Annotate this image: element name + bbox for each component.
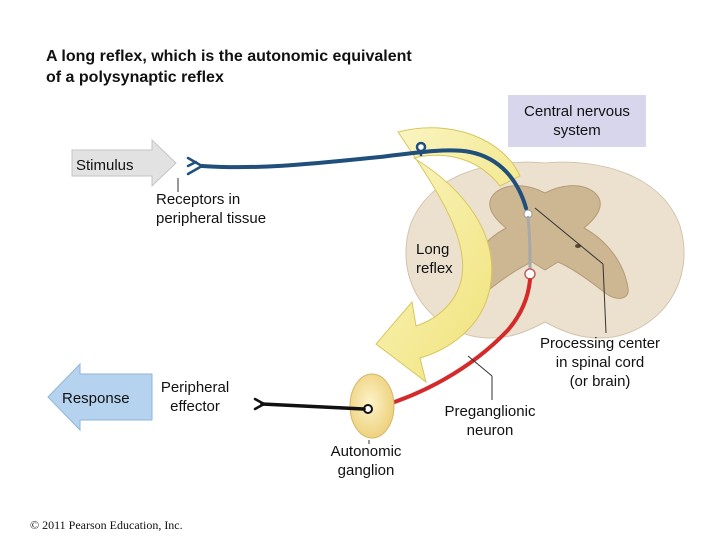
receptors-label: Receptors in peripheral tissue bbox=[156, 190, 266, 228]
interneuron bbox=[526, 215, 532, 271]
preganglionic-label-line-1: Preganglionic bbox=[444, 403, 536, 420]
response-arrow-icon bbox=[47, 362, 153, 432]
processing-center-label: Processing center in spinal cord (or bra… bbox=[522, 334, 678, 391]
preganglionic-neuron-label: Preganglionic neuron bbox=[430, 402, 550, 440]
preganglionic-neuron bbox=[370, 278, 532, 411]
ganglion-label-line-2: ganglion bbox=[337, 462, 395, 479]
long-reflex-arrow bbox=[375, 127, 521, 384]
effector-label-line-2: effector bbox=[170, 398, 220, 415]
autonomic-ganglion-label: Autonomic ganglion bbox=[316, 442, 416, 480]
long-reflex-label: Long reflex bbox=[416, 240, 453, 278]
stimulus-arrow-icon bbox=[71, 138, 177, 188]
copyright-notice: © 2011 Pearson Education, Inc. bbox=[30, 518, 183, 532]
cns-label-box: Central nervous system bbox=[508, 95, 646, 147]
long-reflex-label-line-1: Long bbox=[416, 241, 450, 258]
processing-label-line-3: (or brain) bbox=[569, 373, 631, 390]
postganglionic-neuron bbox=[253, 397, 373, 414]
title-line-1: A long reflex, which is the autonomic eq… bbox=[46, 48, 412, 65]
title-line-2: of a polysynaptic reflex bbox=[46, 69, 224, 86]
receptor-ending-icon bbox=[186, 156, 204, 176]
cns-label-line-2: system bbox=[553, 122, 601, 139]
response-label: Response bbox=[62, 390, 130, 407]
long-reflex-label-line-2: reflex bbox=[416, 260, 453, 277]
peripheral-effector-label: Peripheral effector bbox=[150, 378, 240, 416]
sensory-neuron bbox=[186, 141, 533, 219]
ganglion-label-line-1: Autonomic bbox=[330, 443, 402, 460]
leader-lines bbox=[177, 178, 607, 444]
processing-label-line-2: in spinal cord bbox=[555, 354, 645, 371]
page-title: A long reflex, which is the autonomic eq… bbox=[46, 46, 506, 88]
preganglionic-label-line-2: neuron bbox=[466, 422, 514, 439]
cns-label-line-1: Central nervous bbox=[524, 103, 630, 120]
receptors-label-line-1: Receptors in bbox=[156, 191, 241, 208]
effector-label-line-1: Peripheral bbox=[160, 379, 230, 396]
stimulus-label: Stimulus bbox=[76, 157, 134, 174]
receptors-label-line-2: peripheral tissue bbox=[156, 210, 267, 227]
processing-label-line-1: Processing center bbox=[539, 335, 661, 352]
